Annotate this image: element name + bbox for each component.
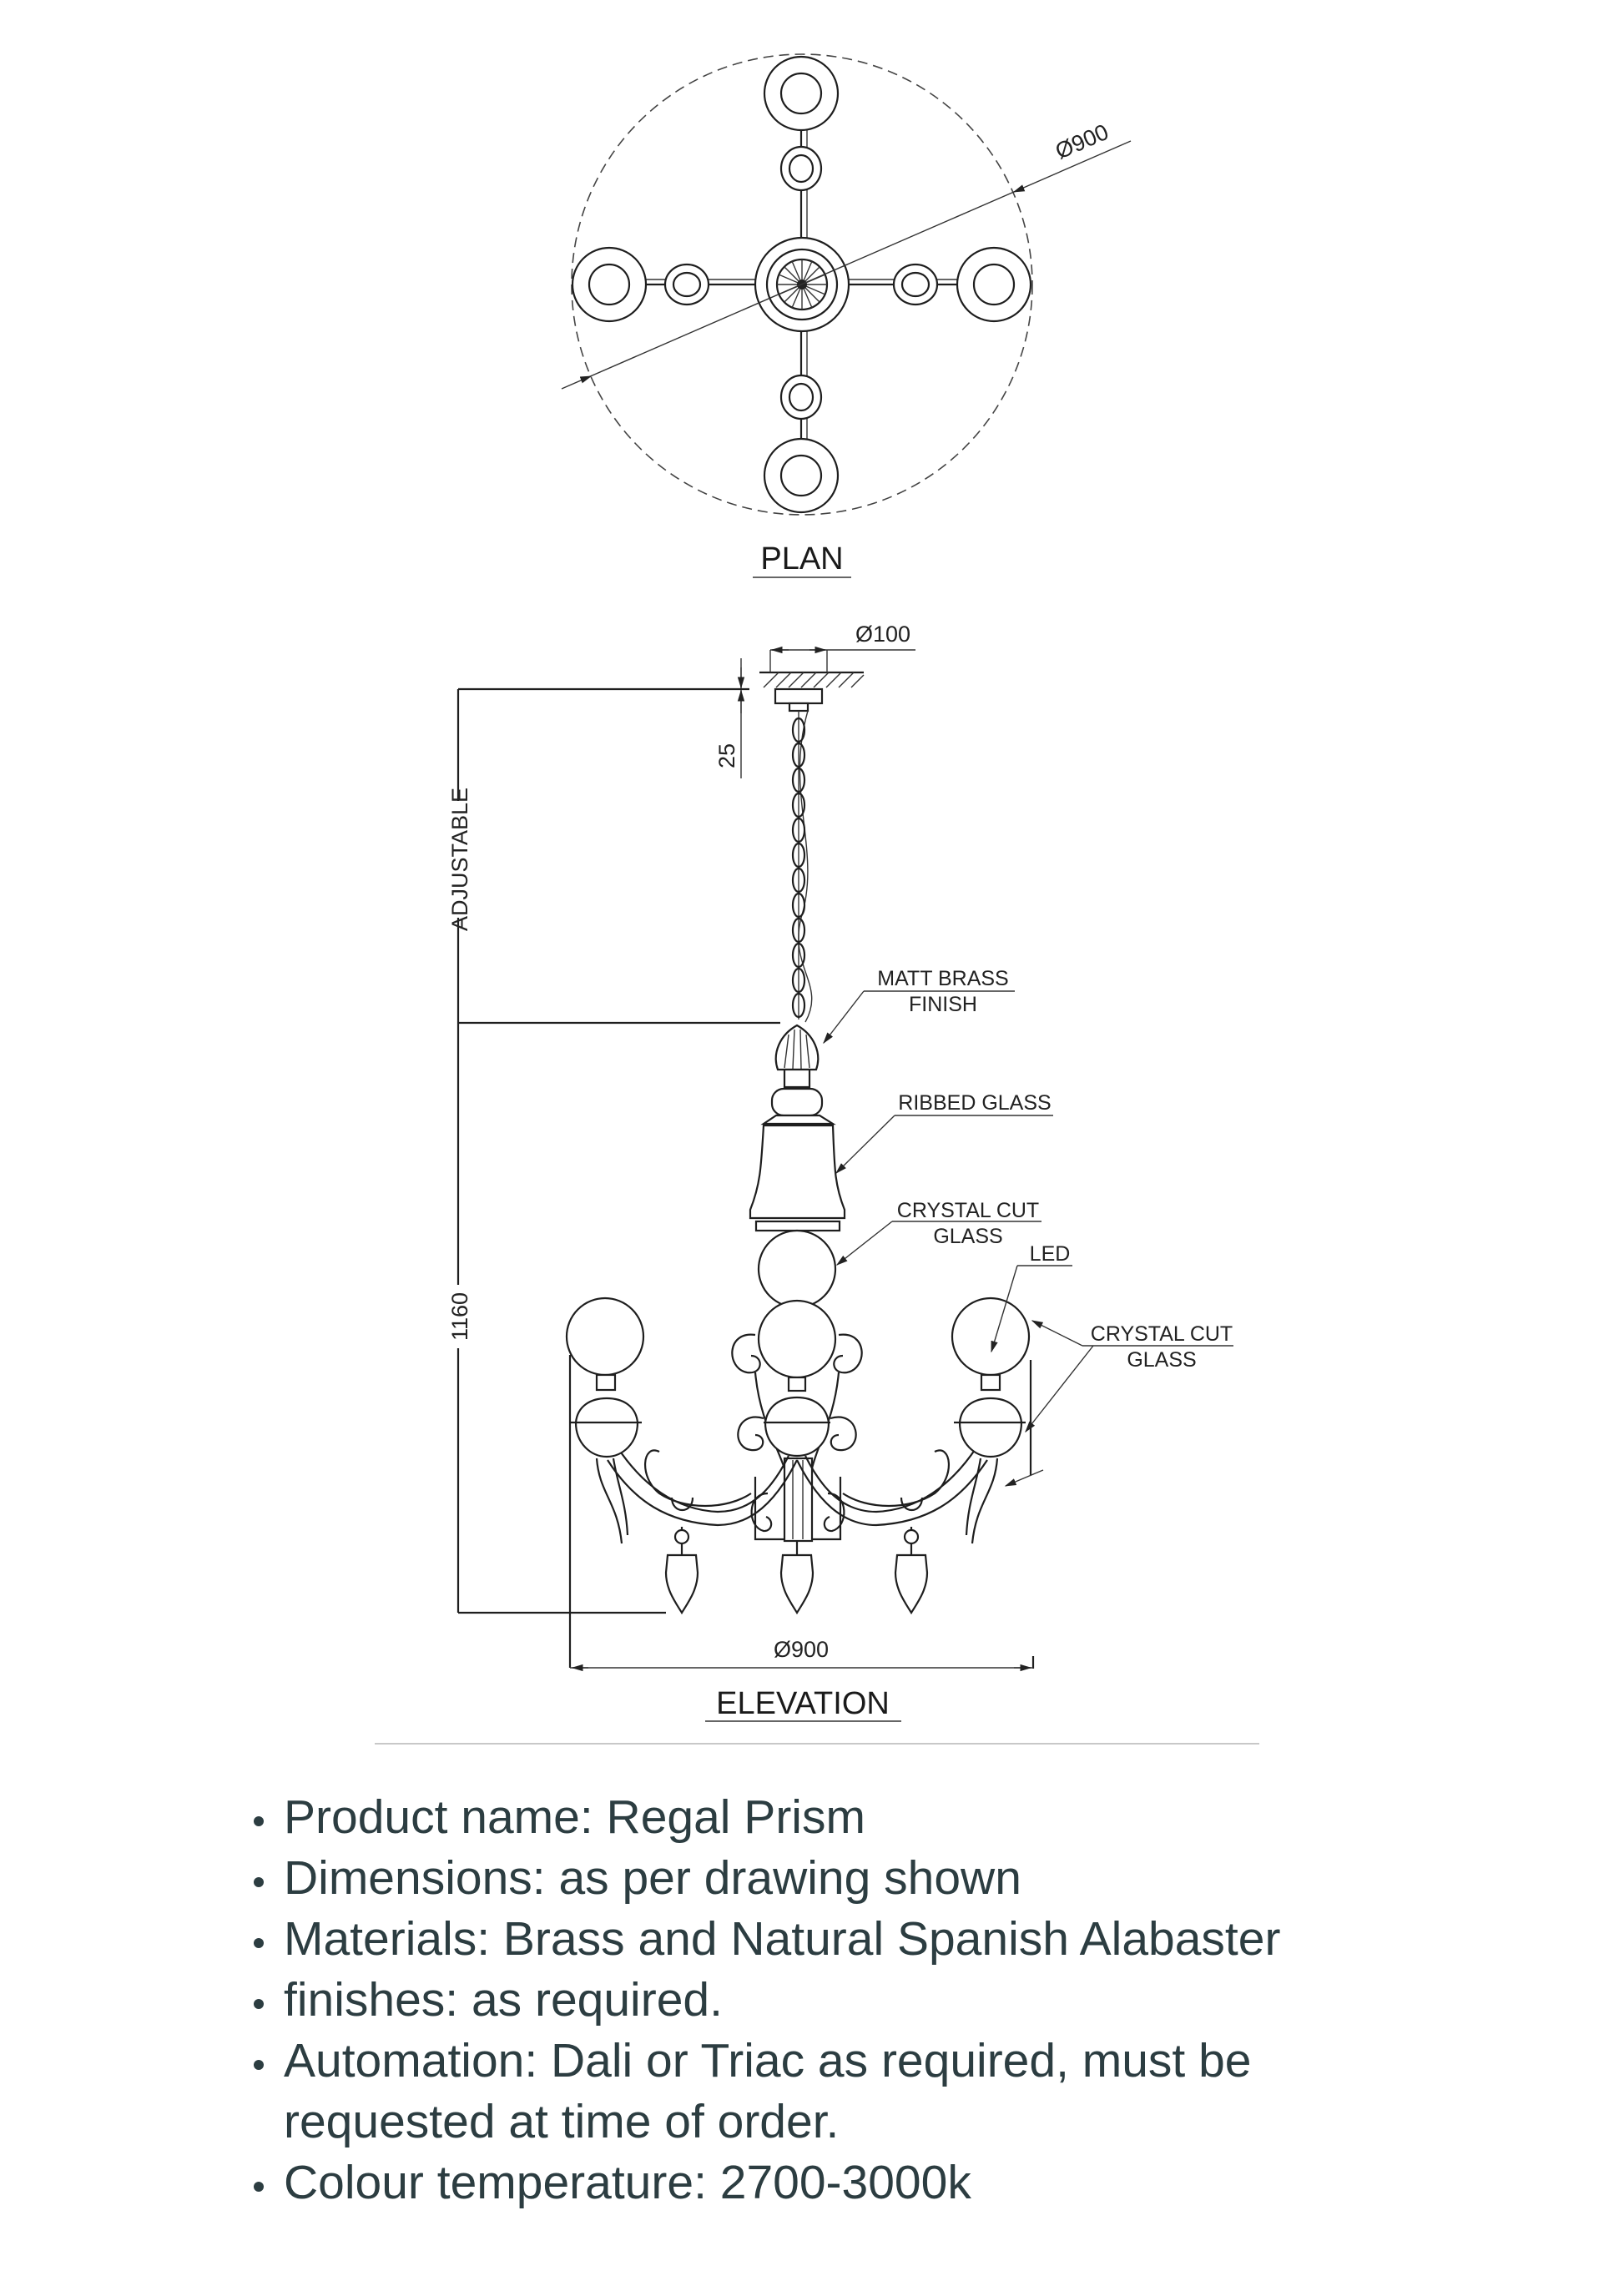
canopy-height-label: 25 (714, 743, 739, 768)
plan-diameter-line (561, 140, 1132, 390)
spec-automation-continued: requested at time of order. (284, 2095, 840, 2148)
spec-colour-temperature: Colour temperature: 2700-3000k (250, 2152, 1280, 2213)
callout-crystal-cut-glass-side: CRYSTAL CUT GLASS (1004, 1320, 1233, 1487)
adjustable-label: ADJUSTABLE (447, 788, 472, 931)
spec-dimensions: Dimensions: as per drawing shown (250, 1848, 1280, 1909)
elevation-diameter-label: Ø900 (774, 1637, 829, 1662)
chain (791, 710, 813, 1023)
svg-text:LED: LED (1030, 1242, 1071, 1266)
svg-text:CRYSTAL CUT: CRYSTAL CUT (897, 1199, 1039, 1222)
elevation-view: Ø100 25 ADJUSTABLE 1160 (444, 622, 1233, 1722)
height-label: 1160 (447, 1292, 472, 1341)
plan-title: PLAN (760, 541, 843, 577)
ceiling-canopy (759, 671, 865, 712)
svg-text:FINISH: FINISH (909, 993, 977, 1016)
svg-text:CRYSTAL CUT: CRYSTAL CUT (1091, 1322, 1233, 1346)
callout-ribbed-glass: RIBBED GLASS (835, 1091, 1053, 1174)
elevation-title: ELEVATION (716, 1686, 890, 1721)
chandelier-body (565, 1024, 1031, 1615)
svg-text:GLASS: GLASS (933, 1225, 1002, 1248)
spec-materials: Materials: Brass and Natural Spanish Ala… (250, 1909, 1280, 1970)
plan-view: Ø900 PLAN (561, 53, 1132, 578)
spec-list: Product name: Regal Prism Dimensions: as… (250, 1787, 1280, 2213)
pendant-drop (664, 1527, 929, 1615)
plan-globe (571, 55, 1032, 514)
technical-drawing: Ø900 PLAN Ø100 25 ADJ (375, 53, 1259, 1745)
callout-led: LED (991, 1242, 1072, 1353)
callout-crystal-cut-glass: CRYSTAL CUT GLASS (835, 1199, 1041, 1266)
svg-text:MATT BRASS: MATT BRASS (877, 967, 1008, 990)
plan-cup (663, 145, 939, 420)
callout-matt-brass: MATT BRASS FINISH (823, 967, 1015, 1045)
spec-automation: Automation: Dali or Triac as required, m… (250, 2031, 1280, 2092)
canopy-diameter-label: Ø100 (855, 622, 910, 647)
spec-finishes: finishes: as required. (250, 1970, 1280, 2031)
svg-text:RIBBED GLASS: RIBBED GLASS (898, 1091, 1051, 1115)
plan-diameter-label: Ø900 (1052, 119, 1112, 164)
svg-text:GLASS: GLASS (1127, 1348, 1196, 1372)
spec-product-name: Product name: Regal Prism (250, 1787, 1280, 1848)
